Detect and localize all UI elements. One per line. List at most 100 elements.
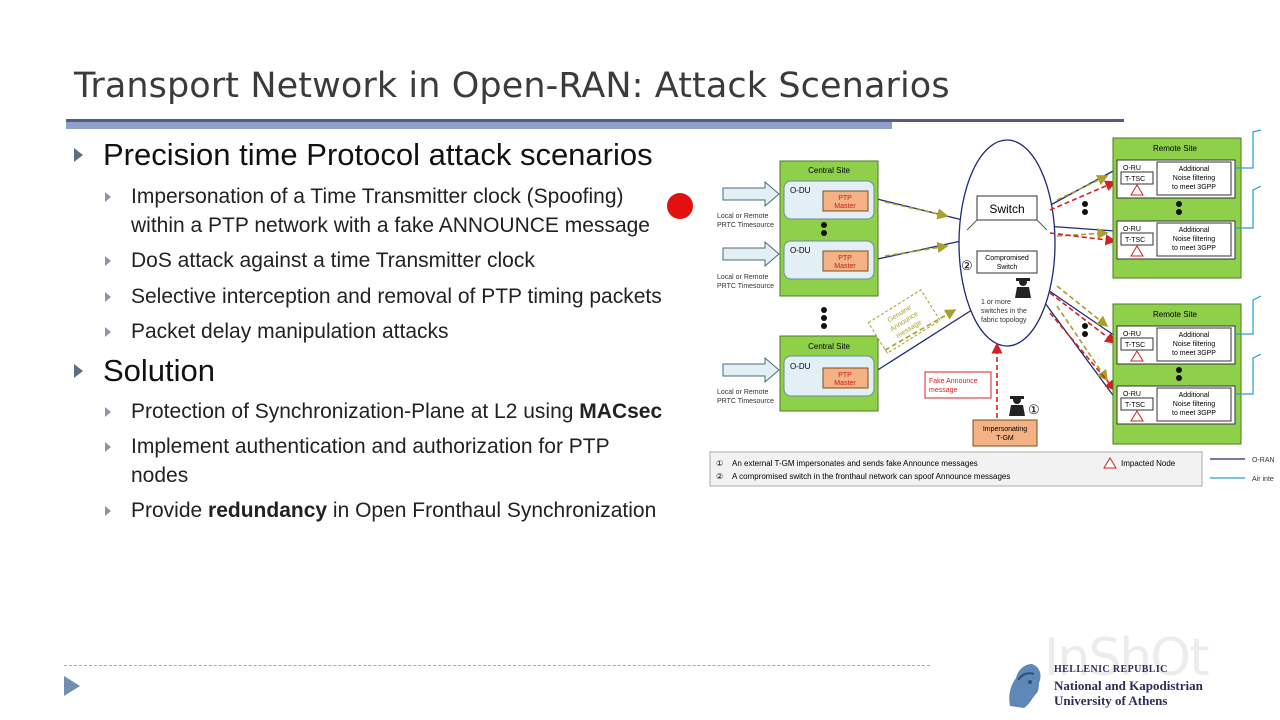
bullet-text: Protection of Synchronization-Plane at L…: [131, 400, 580, 423]
bullet-heading-ptp: Precision time Protocol attack scenarios: [74, 136, 704, 174]
svg-text:Central Site: Central Site: [808, 342, 850, 351]
heading-text: Solution: [103, 353, 216, 388]
svg-text:PRTC Timesource: PRTC Timesource: [717, 222, 774, 229]
bullet-marker: [105, 327, 111, 337]
svg-text:Master: Master: [834, 263, 856, 270]
bullet-text: Selective interception and removal of PT…: [131, 285, 662, 308]
svg-text:fabric topology: fabric topology: [981, 317, 1027, 324]
svg-text:Master: Master: [834, 380, 856, 387]
svg-text:Remote Site: Remote Site: [1153, 310, 1198, 319]
bullet-heading-solution: Solution: [74, 352, 704, 390]
svg-text:Local or Remote: Local or Remote: [717, 389, 768, 396]
svg-text:Switch: Switch: [989, 202, 1024, 216]
svg-text:to meet 3GPP: to meet 3GPP: [1172, 184, 1216, 191]
svg-text:to meet 3GPP: to meet 3GPP: [1172, 350, 1216, 357]
svg-text:Fake Announce: Fake Announce: [929, 378, 978, 385]
bullet-text: Packet delay manipulation attacks: [131, 320, 449, 343]
svg-text:O-DU: O-DU: [790, 246, 811, 255]
svg-text:An external T-GM impersonates: An external T-GM impersonates and sends …: [732, 459, 978, 468]
svg-text:T-TSC: T-TSC: [1125, 237, 1145, 244]
bullet-list: Precision time Protocol attack scenarios…: [74, 136, 704, 525]
bullet-marker: [105, 192, 111, 202]
central-site-2: Central Site O-DU PTP Master: [779, 335, 879, 412]
central-site-1: Central Site O-DU PTP Master O-DU PTP Ma…: [779, 160, 879, 297]
slide-title: Transport Network in Open-RAN: Attack Sc…: [74, 66, 950, 106]
university-logo-block: HELLENIC REPUBLIC National and Kapodistr…: [1000, 660, 1270, 710]
bullet-marker: [105, 256, 111, 266]
genuine-announce-arrows: [884, 175, 1109, 382]
compromised-switch-node: Compromised Switch ②: [961, 250, 1038, 274]
impersonating-tgm-node: Impersonating T-GM: [972, 419, 1038, 447]
bullet-interception: Selective interception and removal of PT…: [74, 282, 704, 311]
svg-text:Remote Site: Remote Site: [1153, 144, 1198, 153]
footer-divider: [64, 665, 930, 666]
athena-head-icon: [1009, 664, 1041, 708]
svg-text:Noise filtering: Noise filtering: [1173, 175, 1216, 182]
fabric-topology-ellipse: [958, 139, 1056, 347]
svg-text:Additional: Additional: [1179, 392, 1210, 399]
svg-text:O-RU: O-RU: [1123, 226, 1141, 233]
svg-text:②: ②: [961, 258, 973, 273]
attack-diagram: Central Site O-DU PTP Master O-DU PTP Ma…: [709, 129, 1275, 487]
bullet-marker: [105, 506, 111, 516]
bullet-text: Impersonation of a Time Transmitter cloc…: [131, 185, 624, 208]
next-slide-arrow[interactable]: [64, 676, 80, 696]
svg-text:Additional: Additional: [1179, 166, 1210, 173]
bullet-marker: [74, 148, 83, 162]
svg-text:Local or Remote: Local or Remote: [717, 274, 768, 281]
bullet-authentication: Implement authentication and authorizati…: [74, 432, 704, 490]
title-rule-extension: [892, 119, 1124, 122]
svg-text:②: ②: [716, 472, 723, 481]
bullet-marker: [105, 292, 111, 302]
uni-name-line1: National and Kapodistrian: [1054, 678, 1203, 693]
svg-text:message: message: [929, 387, 958, 394]
svg-text:T-GM: T-GM: [996, 435, 1014, 442]
svg-text:T-TSC: T-TSC: [1125, 176, 1145, 183]
svg-text:O-RAN: O-RAN: [1252, 457, 1275, 464]
bullet-text: Provide: [131, 499, 209, 522]
remote-site-2: Remote Site O-RU T-TSC Additional Noise …: [1112, 303, 1242, 445]
svg-text:Central Site: Central Site: [808, 166, 850, 175]
svg-text:A compromised switch in the fr: A compromised switch in the fronthaul ne…: [732, 472, 1010, 481]
svg-text:①: ①: [1028, 402, 1040, 417]
svg-text:Air inte: Air inte: [1252, 476, 1274, 483]
svg-text:Master: Master: [834, 203, 856, 210]
svg-text:switches in the: switches in the: [981, 308, 1027, 315]
svg-text:PTP: PTP: [838, 195, 852, 202]
svg-text:Noise filtering: Noise filtering: [1173, 401, 1216, 408]
bullet-text: within a PTP network with a fake ANNOUNC…: [131, 214, 650, 237]
bullet-macsec: Protection of Synchronization-Plane at L…: [74, 397, 704, 426]
svg-text:O-RU: O-RU: [1123, 331, 1141, 338]
svg-text:Noise filtering: Noise filtering: [1173, 236, 1216, 243]
svg-text:Local or Remote: Local or Remote: [717, 213, 768, 220]
svg-text:T-TSC: T-TSC: [1125, 342, 1145, 349]
bullet-bold-text: redundancy: [208, 499, 328, 522]
watermark: InShOt: [1044, 628, 1210, 688]
bullet-marker: [105, 442, 111, 452]
svg-text:Impersonating: Impersonating: [983, 426, 1027, 433]
svg-text:PRTC Timesource: PRTC Timesource: [717, 398, 774, 405]
fake-announce-arrows: [991, 180, 1117, 418]
heading-text: Precision time Protocol attack scenarios: [103, 137, 653, 172]
bullet-text: in Open Fronthaul Synchronization: [327, 499, 657, 522]
svg-text:T-TSC: T-TSC: [1125, 402, 1145, 409]
svg-text:Switch: Switch: [997, 264, 1018, 271]
fake-announce-label: Fake Announce message: [924, 371, 992, 399]
bullet-spoofing: Impersonation of a Time Transmitter cloc…: [74, 182, 704, 240]
bullet-delay: Packet delay manipulation attacks: [74, 317, 704, 346]
svg-text:O-RU: O-RU: [1123, 165, 1141, 172]
bullet-marker: [74, 364, 83, 378]
svg-text:to meet 3GPP: to meet 3GPP: [1172, 245, 1216, 252]
title-rule: [66, 119, 1124, 129]
laser-pointer-dot: [667, 193, 693, 219]
svg-text:Impacted Node: Impacted Node: [1121, 459, 1176, 468]
svg-text:PRTC Timesource: PRTC Timesource: [717, 283, 774, 290]
svg-text:Noise filtering: Noise filtering: [1173, 341, 1216, 348]
hacker-icon: [1015, 278, 1031, 298]
bullet-bold-text: MACsec: [579, 400, 663, 423]
remote-site-1: Remote Site O-RU T-TSC Additional Noise …: [1112, 137, 1242, 279]
svg-text:PTP: PTP: [838, 372, 852, 379]
svg-text:①: ①: [716, 459, 723, 468]
svg-text:O-DU: O-DU: [790, 186, 811, 195]
bullet-redundancy: Provide redundancy in Open Fronthaul Syn…: [74, 496, 704, 525]
